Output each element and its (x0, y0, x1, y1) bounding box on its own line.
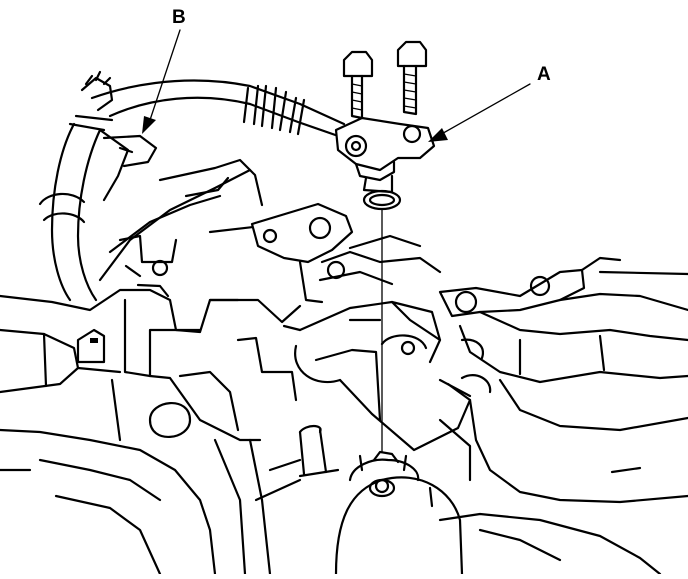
leader-a (428, 83, 531, 142)
sensor-port (374, 478, 390, 494)
o-ring (362, 189, 402, 211)
sensor-bracket (334, 116, 436, 194)
callout-b: B (172, 7, 186, 28)
bolt-left (342, 50, 374, 120)
hose-collar (242, 84, 306, 136)
hose (38, 70, 346, 302)
bolt-right (396, 40, 428, 116)
callout-a: A (537, 64, 551, 85)
leader-b (142, 29, 181, 134)
engine-block (0, 158, 688, 576)
